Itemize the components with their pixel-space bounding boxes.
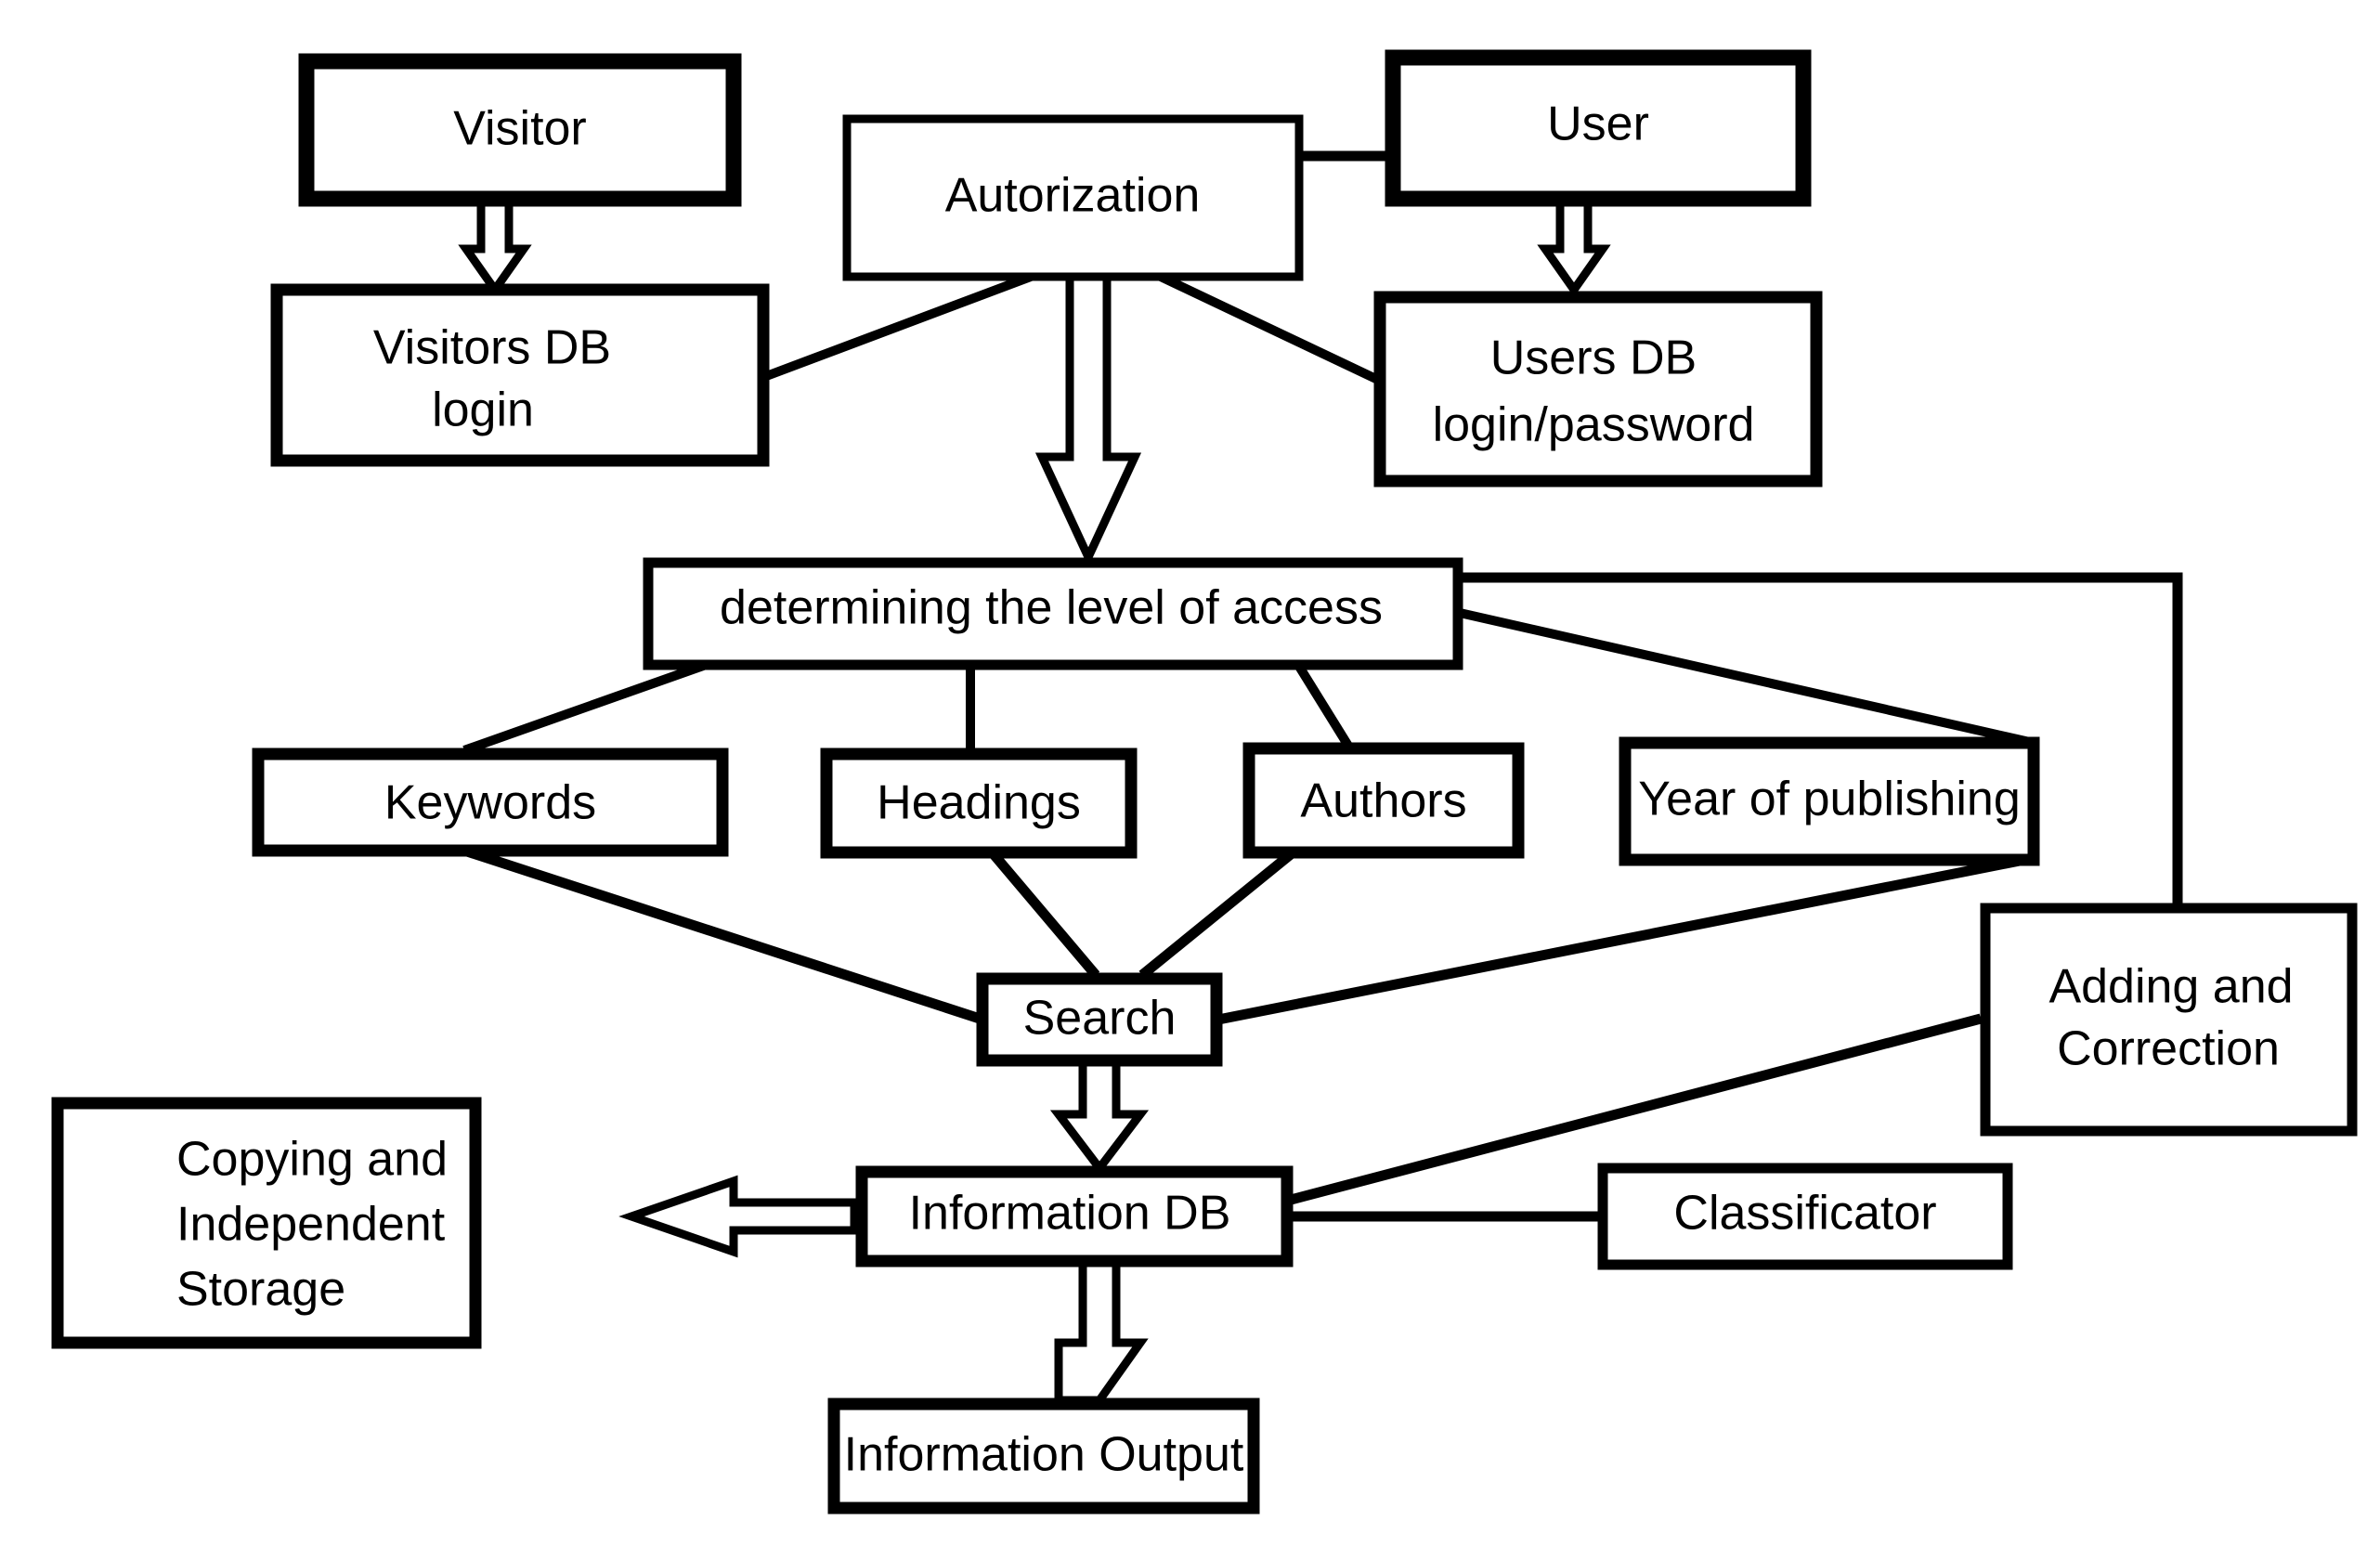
node-visitor[interactable] — [298, 53, 742, 207]
node-users-db-label-line2: login/password — [1433, 398, 1755, 452]
node-copying-storage-label-line2: Independent — [176, 1198, 446, 1252]
edge-authors-search — [1138, 850, 1294, 980]
edge-keywords-search — [462, 845, 984, 1025]
node-keywords[interactable] — [252, 748, 729, 857]
node-autorization[interactable] — [842, 114, 1304, 281]
node-users-db[interactable] — [1373, 291, 1823, 488]
node-authors-label: Authors — [1300, 774, 1466, 828]
block-arrow-information-db-to-copying — [618, 1175, 859, 1258]
node-classificator[interactable] — [1597, 1163, 2013, 1270]
node-search-label: Search — [1023, 992, 1177, 1046]
node-visitors-db-label-line1: Visitors DB — [373, 321, 611, 375]
node-search[interactable] — [976, 972, 1223, 1067]
node-visitor-label: Visitor — [453, 102, 587, 156]
node-information-db-label: Information DB — [909, 1187, 1231, 1241]
connector-layer — [462, 150, 2183, 1222]
node-copying-storage[interactable] — [51, 1097, 482, 1349]
edge-year-search — [1216, 853, 2031, 1025]
node-classificator-label: Classificator — [1673, 1187, 1936, 1241]
node-information-output[interactable] — [827, 1398, 1260, 1514]
edge-access-authors — [1294, 662, 1356, 753]
edge-access-keywords — [462, 660, 708, 755]
node-user[interactable] — [1385, 49, 1812, 207]
block-arrow-visitor-to-visitors-db — [458, 188, 532, 297]
node-determining-access[interactable] — [643, 557, 1463, 670]
block-arrow-search-to-information-db — [1049, 1056, 1150, 1176]
node-adding-correction-label-line1: Adding and — [2048, 960, 2293, 1014]
node-layer: Visitor Autorization User Visitors DB lo… — [51, 49, 2358, 1514]
edge-access-year — [1458, 608, 2035, 748]
node-year-of-publishing-label: Year of publishing — [1638, 773, 2021, 826]
node-autorization-label: Autorization — [945, 169, 1201, 223]
node-adding-correction-label-line2: Correction — [2057, 1022, 2280, 1076]
edge-access-adding-correction — [1458, 572, 2183, 908]
node-user-label: User — [1547, 98, 1649, 151]
edge-autorization-users-db — [1158, 272, 1383, 385]
block-arrow-user-to-users-db — [1537, 188, 1611, 297]
node-keywords-label: Keywords — [384, 776, 596, 830]
node-year-of-publishing[interactable] — [1619, 736, 2040, 866]
edge-autorization-visitors-db — [752, 272, 1033, 385]
block-arrow-information-db-to-output — [1054, 1258, 1149, 1405]
block-arrow-autorization-to-access — [1034, 272, 1142, 567]
edge-headings-search — [989, 851, 1100, 979]
node-information-db[interactable] — [855, 1165, 1294, 1268]
node-copying-storage-label-line3: Storage — [176, 1263, 345, 1317]
node-visitors-db-label-line2: login — [432, 384, 534, 437]
node-users-db-label-line1: Users DB — [1490, 332, 1697, 385]
edge-adding-correction-information-db — [1289, 1013, 1983, 1205]
node-adding-correction[interactable] — [1980, 903, 2358, 1137]
node-headings-label: Headings — [877, 776, 1081, 830]
node-headings[interactable] — [820, 748, 1138, 859]
node-information-output-label: Information Output — [844, 1428, 1244, 1482]
node-determining-access-label: determining the level of access — [720, 581, 1383, 635]
node-visitors-db[interactable] — [270, 283, 770, 467]
node-authors[interactable] — [1242, 742, 1525, 859]
node-copying-storage-label-line1: Copying and — [176, 1133, 448, 1187]
